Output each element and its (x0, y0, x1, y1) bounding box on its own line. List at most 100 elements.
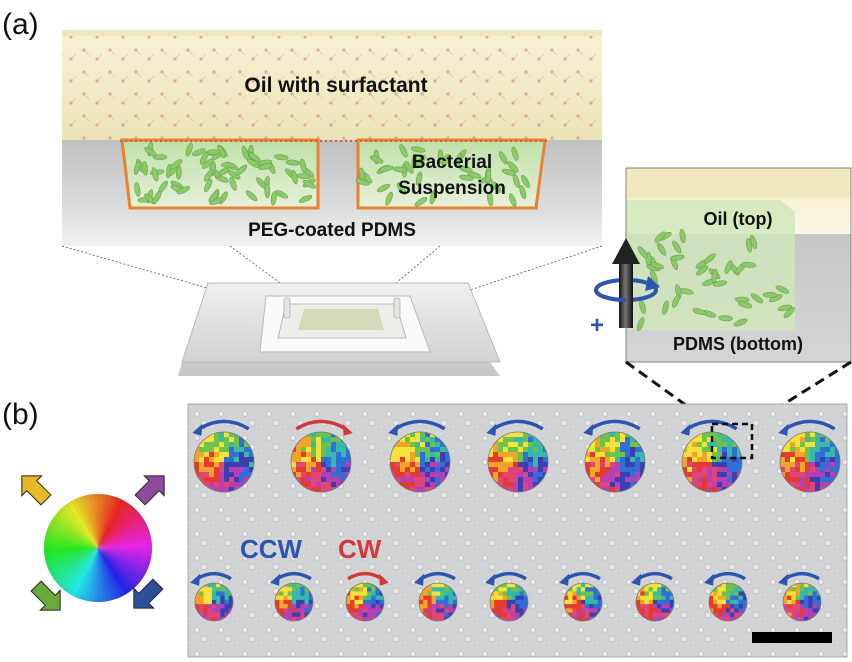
arrow-top-left-yellow (21, 475, 52, 506)
bacterium (300, 158, 307, 174)
bacterium (777, 304, 793, 312)
vortex-disc (274, 582, 314, 622)
bacterium (258, 163, 273, 170)
inset-bottom-label: PDMS (bottom) (673, 334, 803, 354)
panel-a-label: (a) (2, 8, 39, 41)
bacterium (738, 301, 753, 309)
ccw-rotation-arrow (270, 571, 312, 586)
bacterium (270, 191, 277, 206)
bacterium (203, 169, 214, 182)
oil-surfactant-dots (62, 36, 602, 140)
bacterium (750, 293, 764, 304)
bacterium (507, 161, 519, 173)
vortex-disc (194, 582, 234, 622)
bacterium (296, 173, 312, 180)
bacterium (692, 308, 707, 316)
vortex-disc (584, 431, 646, 493)
cw-rotation-arrow (347, 571, 389, 586)
ccw-rotation-arrow (583, 419, 641, 436)
bacterium (142, 161, 148, 176)
rotation-axis-arrow (594, 238, 660, 328)
bacterium (712, 280, 728, 287)
bacterium (221, 162, 236, 169)
ccw-rotation-arrow (704, 571, 746, 586)
bacterium (696, 265, 709, 276)
bacterium (399, 144, 408, 158)
bacterium (521, 175, 530, 188)
bacterium (711, 268, 718, 284)
vortex-disc (782, 582, 822, 622)
bacterium (455, 152, 463, 167)
bacterium (519, 185, 527, 200)
bacterium (378, 165, 394, 173)
bacterium (485, 169, 492, 185)
bacterium (264, 183, 271, 199)
bacterium (724, 260, 733, 274)
suspension-label-line1: Bacterial (412, 152, 492, 173)
bacterium (369, 155, 384, 164)
bacterium (498, 151, 508, 165)
bacterium (487, 191, 494, 207)
ccw-rotation-arrow (192, 419, 250, 436)
bacterium (670, 254, 685, 261)
arrow-top-right-purple (134, 475, 165, 506)
bacterium (392, 166, 408, 173)
oil-label: Oil with surfactant (244, 74, 427, 97)
ccw-rotation-arrow (190, 571, 232, 586)
bacterium (437, 149, 444, 164)
bacterium (741, 261, 756, 268)
arrow-bottom-right-blue (133, 578, 164, 609)
bacterium (404, 161, 414, 174)
bacterium (511, 146, 519, 161)
bacterium (654, 231, 666, 243)
bacterium (152, 190, 162, 204)
bacterium (458, 165, 473, 173)
ccw-rotation-arrow (485, 571, 527, 586)
bacterium (763, 292, 778, 298)
bacterium (501, 168, 516, 176)
bacterium (662, 300, 669, 315)
bacterium (274, 154, 289, 161)
bacterium (467, 171, 482, 179)
bacterium (385, 191, 393, 206)
bacterium (414, 197, 428, 207)
bacterium (170, 159, 183, 170)
ccw-rotation-arrow (778, 419, 836, 436)
vortex-disc (563, 582, 603, 622)
bacterium (775, 285, 789, 294)
vortex-disc (418, 582, 458, 622)
bacterium (509, 193, 517, 207)
bacterium (649, 261, 664, 270)
bacterium (718, 315, 733, 322)
vortex-disc (487, 431, 549, 493)
orientation-color-wheel (21, 475, 165, 611)
suspension-label-line2: Suspension (398, 178, 506, 199)
micrograph (188, 404, 847, 657)
bacterium (637, 246, 648, 259)
ccw-rotation-arrow (680, 419, 738, 436)
bacterium (185, 142, 193, 157)
zoom-square (710, 422, 754, 460)
chamber-right (355, 138, 547, 210)
bacterium (703, 253, 716, 264)
pdms-label: PEG-coated PDMS (248, 220, 416, 241)
bacterium (355, 178, 370, 186)
ccw-rotation-arrow (778, 571, 820, 586)
bacterium (241, 145, 249, 160)
ccw-label: CCW (240, 534, 303, 564)
chamber-left (120, 138, 320, 210)
cw-rotation-arrow (295, 419, 353, 436)
vortex-disc (345, 582, 385, 622)
bacterium (377, 183, 391, 193)
bacterium (245, 190, 258, 202)
bacterium (229, 176, 237, 191)
vortex-disc (193, 431, 255, 493)
bacterium (415, 171, 423, 186)
bacterium (429, 190, 437, 205)
bacterium (176, 186, 190, 195)
glass-slide (178, 282, 501, 376)
bacterium (248, 152, 261, 163)
bacterium (411, 154, 418, 169)
bacterium (134, 182, 141, 197)
